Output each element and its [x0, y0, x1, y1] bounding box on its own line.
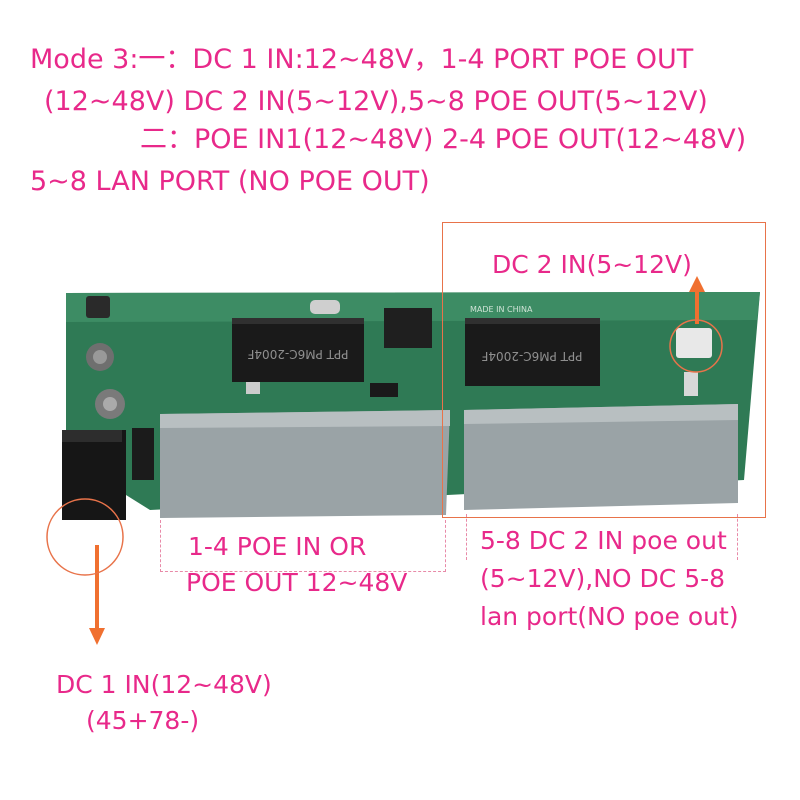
dc2-highlight-circle — [669, 319, 723, 373]
dc1-in-label-line-1: DC 1 IN(12~48V) — [56, 670, 272, 699]
ports-5-8-bracket — [466, 514, 738, 560]
ports-1-4-bracket — [160, 520, 446, 572]
header-line-3: 二：POE IN1(12~48V) 2-4 POE OUT(12~48V) — [140, 124, 747, 155]
dc2-in-label: DC 2 IN(5~12V) — [492, 250, 692, 279]
small-connector — [370, 383, 398, 397]
ports-5-8-label-line-2: (5~12V),NO DC 5-8 — [480, 564, 726, 593]
small-jumper — [684, 372, 698, 396]
dc-barrel-jack — [62, 430, 126, 520]
header-line-1: Mode 3:一：DC 1 IN:12~48V，1-4 PORT POE OUT — [30, 44, 694, 75]
header-line-2: (12~48V) DC 2 IN(5~12V),5~8 POE OUT(5~12… — [44, 86, 708, 117]
switch-chip-left — [232, 318, 364, 382]
dc2-connector — [676, 328, 712, 358]
arrow-dc2-head — [689, 276, 705, 292]
rj45-block-5-8 — [464, 404, 738, 510]
chip-left-marking: PPT PM6C-2004F — [247, 347, 348, 361]
dc1-highlight-circle — [46, 498, 124, 576]
dc2-highlight-box — [442, 222, 766, 518]
inductor-component — [86, 296, 110, 318]
dc1-in-label-line-2: (45+78-) — [86, 706, 200, 735]
rj45-block-1-4 — [160, 410, 450, 518]
arrow-dc1-head — [89, 628, 105, 645]
ports-5-8-label-line-3: lan port(NO poe out) — [480, 602, 739, 631]
small-chip — [384, 308, 432, 348]
chip-right-marking: PPT PM6C-2004F — [481, 349, 582, 363]
ports-5-8-label-line-1: 5-8 DC 2 IN poe out — [480, 526, 727, 555]
ports-1-4-label-line-1: 1-4 POE IN OR — [188, 532, 367, 561]
pin-header — [132, 428, 154, 480]
ports-1-4-label-line-2: POE OUT 12~48V — [186, 568, 408, 597]
made-in-marking: MADE IN CHINA — [470, 305, 533, 314]
header-line-4: 5~8 LAN PORT (NO POE OUT) — [30, 166, 430, 197]
switch-chip-right — [465, 318, 600, 386]
crystal-oscillator — [310, 300, 340, 314]
